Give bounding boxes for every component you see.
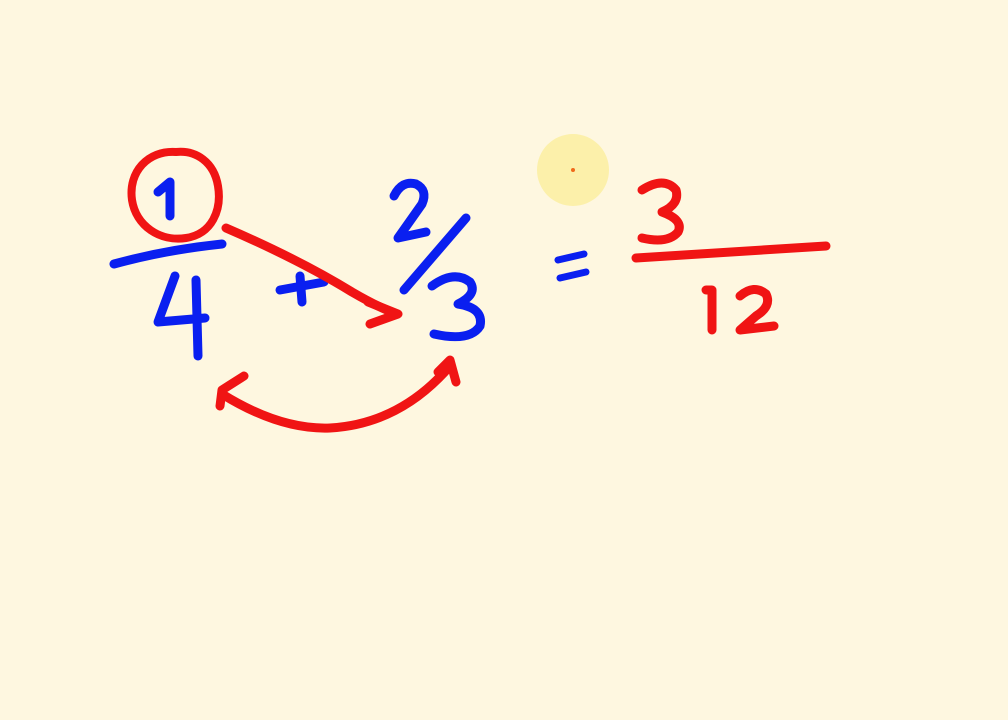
fraction-bar-1 [109,239,227,269]
equals-sign [554,250,590,282]
plus-sign [275,271,329,307]
denominator-3-glyph [427,272,486,342]
fraction-slash [399,213,471,295]
result-fraction [631,178,831,335]
numerator-circle [127,147,223,243]
denominator-4-glyph [153,271,210,361]
numerator-2-glyph [389,178,431,243]
pen-cursor-icon [537,134,609,206]
fraction-one-quarter [109,177,227,361]
result-denominator-1-glyph [701,285,717,335]
result-numerator-3-glyph [637,178,684,245]
fraction-two-thirds [389,178,486,342]
denominator-arc [215,355,461,433]
numerator-1-glyph [153,177,175,221]
result-denominator-2-glyph [735,285,779,335]
cross-multiply-arrow [221,223,403,329]
result-fraction-bar [631,241,831,263]
